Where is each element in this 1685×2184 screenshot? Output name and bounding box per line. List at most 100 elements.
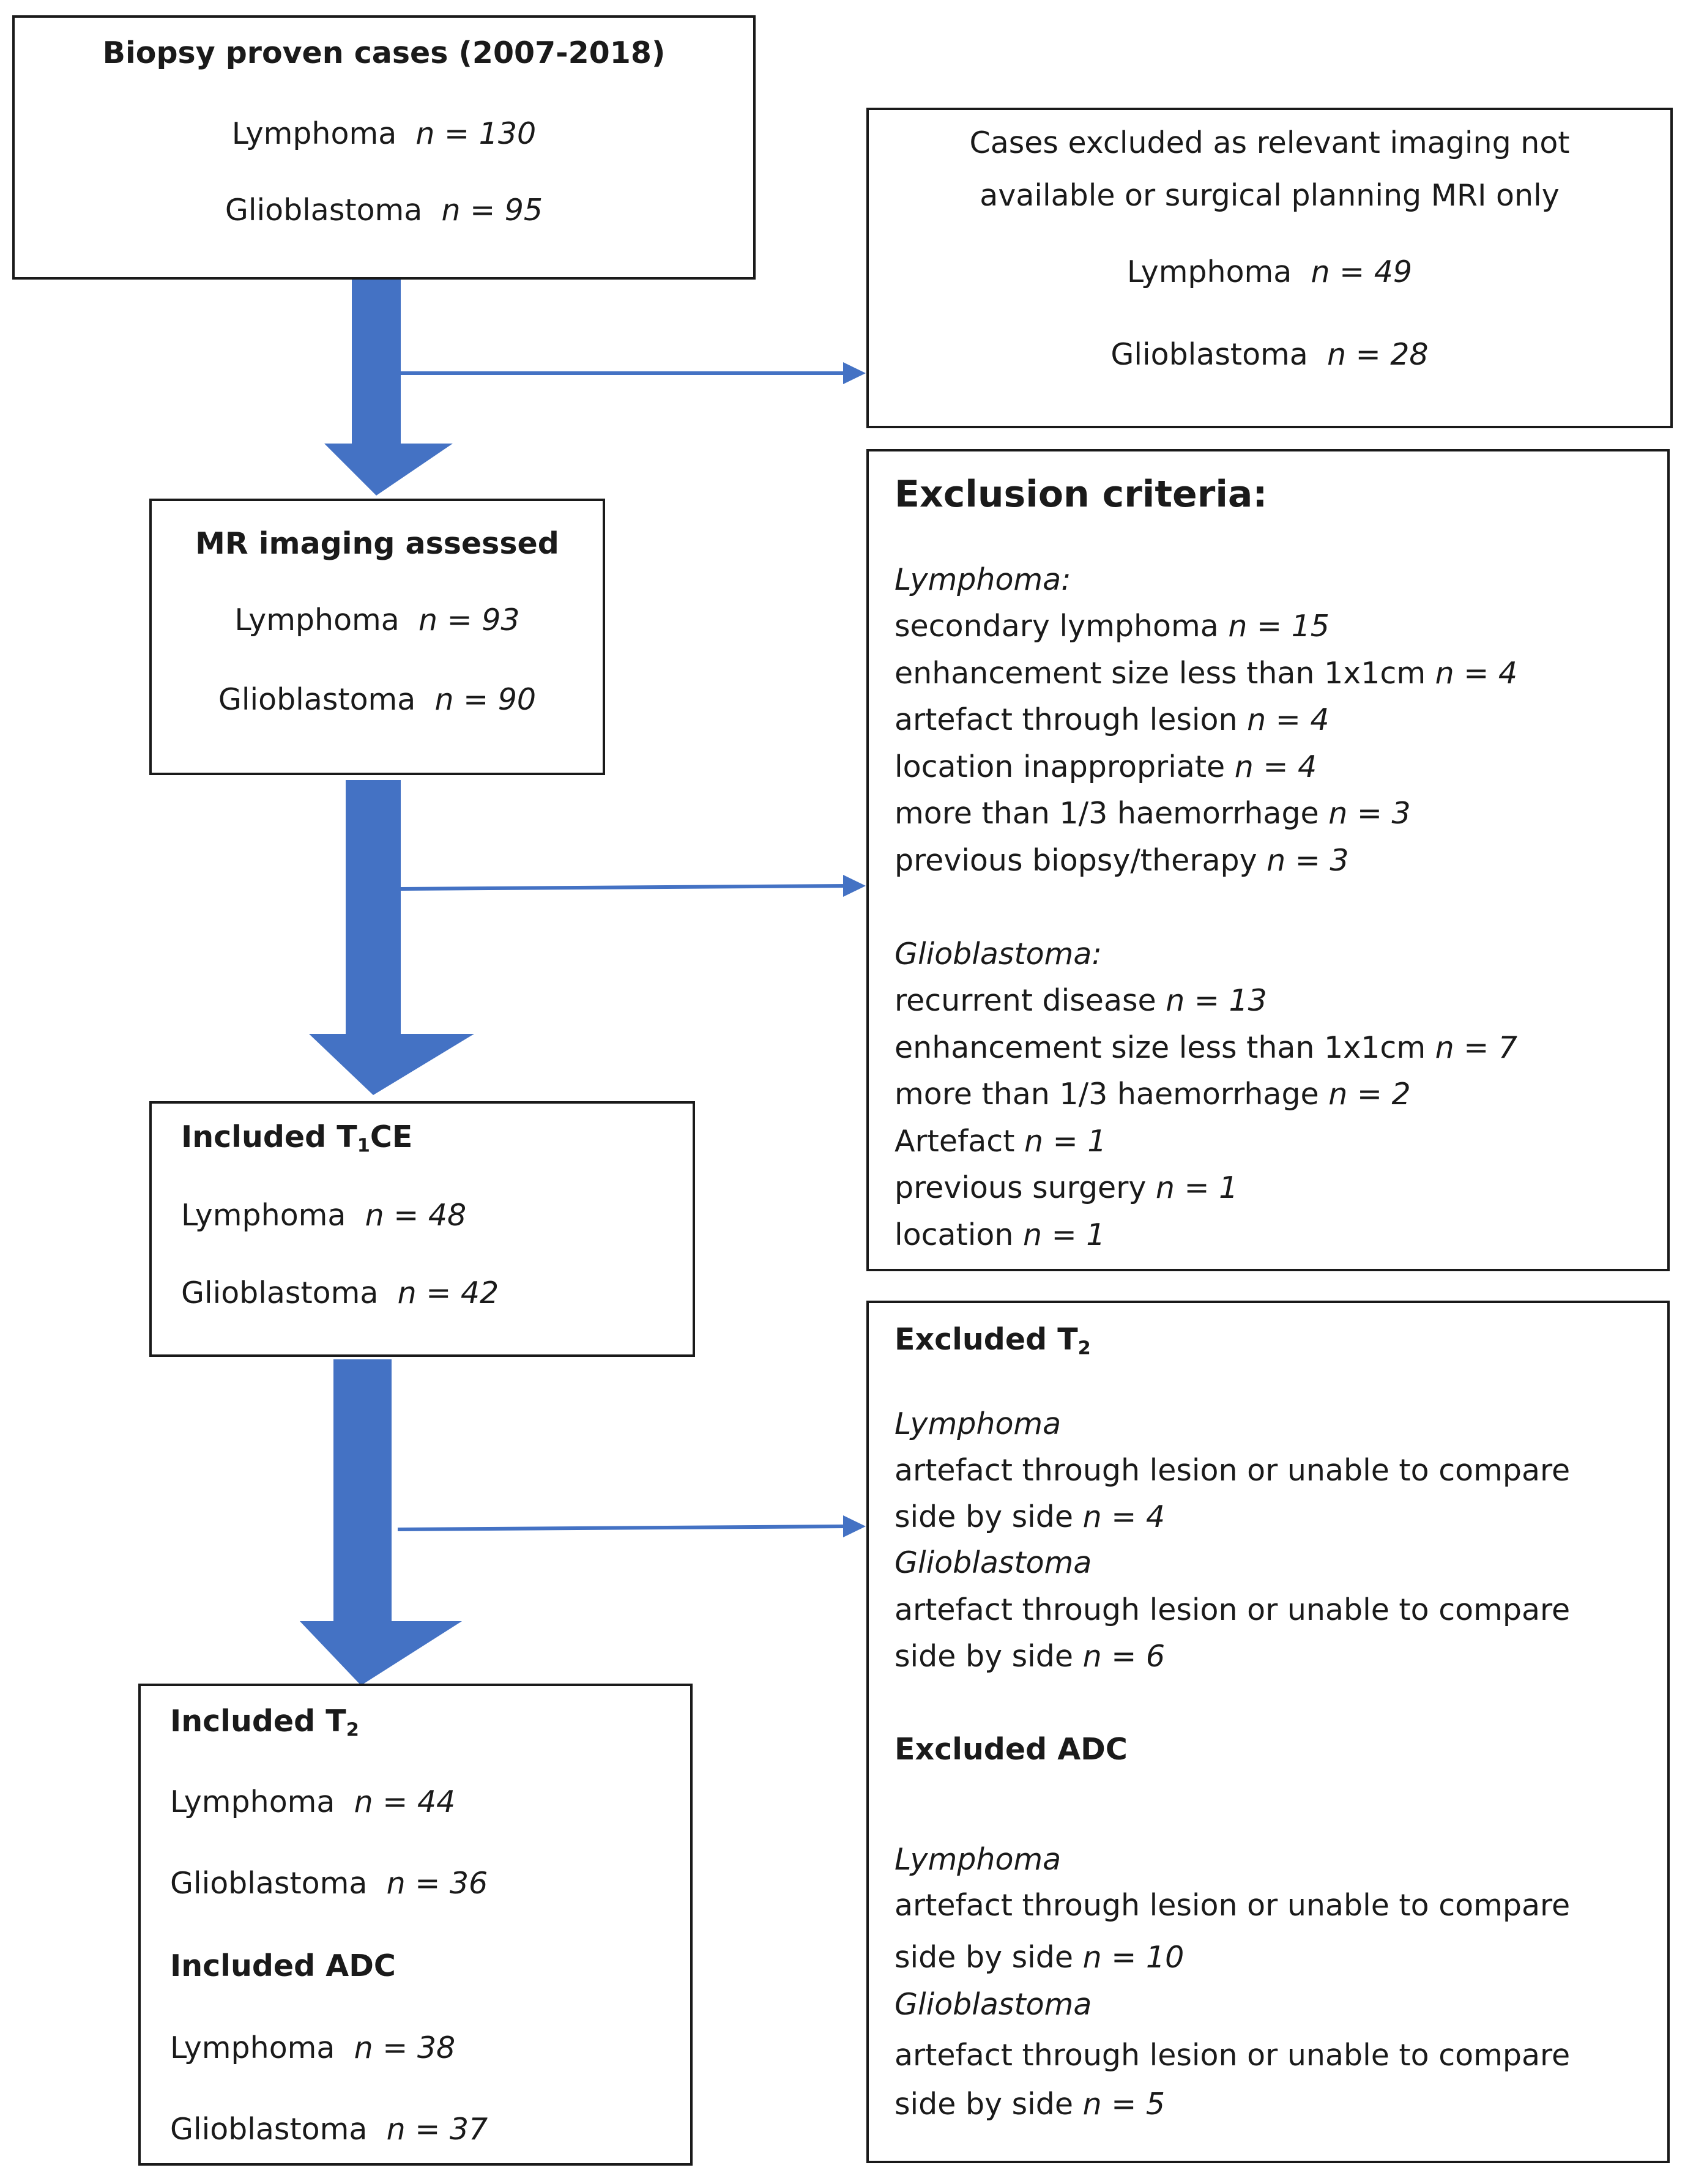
exclusion-line-2 bbox=[400, 884, 848, 891]
excluded-adc-lymphoma-line2: side by side n = 10 bbox=[895, 1940, 1185, 1975]
included-t2-glioblastoma-row: Glioblastoma n = 36 bbox=[170, 1865, 488, 1902]
glioblastoma-criterion-text: more than 1/3 haemorrhage bbox=[895, 1077, 1329, 1112]
lymphoma-criterion-count: n = 4 bbox=[1247, 702, 1330, 737]
excluded-t2-glioblastoma-line2: side by side n = 6 bbox=[895, 1639, 1166, 1674]
t1ce-lymphoma-row: Lymphoma n = 48 bbox=[181, 1197, 466, 1234]
glioblastoma-criterion-count: n = 1 bbox=[1024, 1123, 1107, 1159]
t1ce-glioblastoma-count: n = 42 bbox=[397, 1276, 499, 1310]
t1ce-glioblastoma-row: Glioblastoma n = 42 bbox=[181, 1275, 499, 1312]
included-t1ce-title: Included T1CE bbox=[181, 1120, 413, 1157]
excluded-imaging-glioblastoma-row: Glioblastoma n = 28 bbox=[869, 336, 1670, 373]
excluded-imaging-box: Cases excluded as relevant imaging not a… bbox=[866, 108, 1673, 428]
excluded-imaging-line1: Cases excluded as relevant imaging not bbox=[969, 125, 1570, 160]
included-adc-lymphoma-label: Lymphoma bbox=[170, 2030, 335, 2065]
mr-glioblastoma-label: Glioblastoma bbox=[218, 682, 416, 717]
mr-glioblastoma-row: Glioblastoma n = 90 bbox=[152, 682, 603, 718]
lymphoma-criterion-item: previous biopsy/therapy n = 3 bbox=[895, 842, 1349, 879]
t1ce-glioblastoma-label: Glioblastoma bbox=[181, 1276, 379, 1310]
lymphoma-criterion-item: artefact through lesion n = 4 bbox=[895, 702, 1330, 738]
exclusion-arrowhead-1 bbox=[843, 362, 866, 384]
lymphoma-criterion-count: n = 4 bbox=[1435, 655, 1518, 691]
t1ce-lymphoma-count: n = 48 bbox=[365, 1198, 467, 1233]
lymphoma-criterion-count: n = 3 bbox=[1267, 842, 1349, 878]
included-t2-glioblastoma-label: Glioblastoma bbox=[170, 1866, 368, 1901]
exclusion-arrowhead-2 bbox=[843, 875, 866, 897]
excluded-t2-glioblastoma-count: n = 6 bbox=[1082, 1639, 1166, 1674]
excluded-imaging-glioblastoma-count: n = 28 bbox=[1326, 337, 1429, 372]
included-t2-glioblastoma-count: n = 36 bbox=[386, 1866, 488, 1901]
excluded-adc-lymphoma-heading: Lymphoma bbox=[895, 1842, 1062, 1877]
lymphoma-criterion-count: n = 3 bbox=[1328, 796, 1411, 831]
mr-glioblastoma-count: n = 90 bbox=[434, 682, 537, 717]
exclusion-criteria-title: Exclusion criteria: bbox=[895, 473, 1268, 516]
included-t2-title: Included T2 bbox=[170, 1704, 359, 1741]
excluded-imaging-lymphoma-count: n = 49 bbox=[1311, 254, 1413, 289]
glioblastoma-criterion-count: n = 13 bbox=[1166, 983, 1267, 1018]
excluded-adc-title: Excluded ADC bbox=[895, 1732, 1128, 1767]
glioblastoma-criterion-item: previous surgery n = 1 bbox=[895, 1170, 1238, 1206]
mr-lymphoma-count: n = 93 bbox=[418, 603, 520, 637]
t1ce-lymphoma-label: Lymphoma bbox=[181, 1198, 346, 1233]
glioblastoma-criterion-count: n = 2 bbox=[1328, 1077, 1411, 1112]
mr-lymphoma-row: Lymphoma n = 93 bbox=[152, 602, 603, 639]
lymphoma-criterion-item: more than 1/3 haemorrhage n = 3 bbox=[895, 795, 1411, 832]
included-adc-lymphoma-count: n = 38 bbox=[354, 2030, 456, 2065]
biopsy-lymphoma-row: Lymphoma n = 130 bbox=[15, 116, 753, 152]
included-t2-adc-box: Included T2 Lymphoma n = 44 Glioblastoma… bbox=[138, 1684, 693, 2166]
glioblastoma-criterion-text: recurrent disease bbox=[895, 983, 1166, 1018]
excluded-imaging-glioblastoma-label: Glioblastoma bbox=[1110, 337, 1308, 372]
biopsy-glioblastoma-row: Glioblastoma n = 95 bbox=[15, 192, 753, 229]
biopsy-glioblastoma-label: Glioblastoma bbox=[225, 193, 423, 228]
excluded-imaging-line2: available or surgical planning MRI only bbox=[980, 178, 1560, 213]
excluded-t2-lymphoma-heading: Lymphoma bbox=[895, 1406, 1062, 1441]
glioblastoma-criterion-item: enhancement size less than 1x1cm n = 7 bbox=[895, 1030, 1517, 1066]
lymphoma-criterion-text: more than 1/3 haemorrhage bbox=[895, 796, 1329, 831]
included-adc-glioblastoma-count: n = 37 bbox=[386, 2112, 488, 2147]
excluded-adc-glioblastoma-heading: Glioblastoma bbox=[895, 1987, 1092, 2022]
glioblastoma-criterion-item: Artefact n = 1 bbox=[895, 1123, 1106, 1160]
lymphoma-criterion-count: n = 4 bbox=[1234, 749, 1317, 784]
excluded-t2-adc-box: Excluded T2 Lymphoma artefact through le… bbox=[866, 1301, 1670, 2163]
lymphoma-criterion-text: secondary lymphoma bbox=[895, 609, 1229, 644]
flow-arrow-down-1 bbox=[324, 278, 453, 496]
excluded-t2-lymphoma-line2: side by side n = 4 bbox=[895, 1499, 1166, 1534]
glioblastoma-criterion-count: n = 7 bbox=[1435, 1030, 1518, 1065]
exclusion-criteria-box: Exclusion criteria: Lymphoma: secondary … bbox=[866, 449, 1670, 1271]
included-t2-lymphoma-count: n = 44 bbox=[354, 1785, 456, 1819]
excluded-adc-glioblastoma-count: n = 5 bbox=[1082, 2087, 1166, 2122]
excluded-t2-lymphoma-line1: artefact through lesion or unable to com… bbox=[895, 1453, 1571, 1488]
glioblastoma-criterion-text: location bbox=[895, 1217, 1023, 1252]
mr-assessed-box: MR imaging assessed Lymphoma n = 93 Glio… bbox=[149, 499, 605, 775]
excluded-t2-glioblastoma-heading: Glioblastoma bbox=[895, 1545, 1092, 1580]
excluded-t2-lymphoma-count: n = 4 bbox=[1082, 1499, 1166, 1534]
glioblastoma-criterion-text: previous surgery bbox=[895, 1170, 1156, 1205]
lymphoma-criterion-text: artefact through lesion bbox=[895, 702, 1248, 737]
lymphoma-criterion-text: enhancement size less than 1x1cm bbox=[895, 655, 1435, 691]
biopsy-lymphoma-label: Lymphoma bbox=[231, 116, 397, 151]
lymphoma-criterion-text: previous biopsy/therapy bbox=[895, 842, 1267, 878]
glioblastoma-criterion-item: location n = 1 bbox=[895, 1217, 1105, 1254]
included-t2-lymphoma-row: Lymphoma n = 44 bbox=[170, 1784, 455, 1821]
exclusion-lymphoma-heading: Lymphoma: bbox=[895, 562, 1071, 597]
excluded-adc-lymphoma-line1: artefact through lesion or unable to com… bbox=[895, 1888, 1571, 1923]
glioblastoma-criterion-count: n = 1 bbox=[1023, 1217, 1106, 1252]
glioblastoma-criterion-text: Artefact bbox=[895, 1123, 1025, 1159]
biopsy-lymphoma-count: n = 130 bbox=[415, 116, 537, 151]
glioblastoma-criterion-text: enhancement size less than 1x1cm bbox=[895, 1030, 1435, 1065]
mr-lymphoma-label: Lymphoma bbox=[234, 603, 400, 637]
included-adc-lymphoma-row: Lymphoma n = 38 bbox=[170, 2030, 455, 2067]
included-adc-title: Included ADC bbox=[170, 1948, 396, 1983]
excluded-t2-title: Excluded T2 bbox=[895, 1322, 1091, 1359]
biopsy-cases-box: Biopsy proven cases (2007-2018) Lymphoma… bbox=[12, 15, 756, 280]
exclusion-glioblastoma-heading: Glioblastoma: bbox=[895, 937, 1102, 971]
excluded-imaging-lymphoma-label: Lymphoma bbox=[1126, 254, 1292, 289]
glioblastoma-criterion-count: n = 1 bbox=[1155, 1170, 1238, 1205]
excluded-t2-glioblastoma-line1: artefact through lesion or unable to com… bbox=[895, 1592, 1571, 1627]
excluded-imaging-lymphoma-row: Lymphoma n = 49 bbox=[869, 254, 1670, 291]
excluded-adc-glioblastoma-line1: artefact through lesion or unable to com… bbox=[895, 2038, 1571, 2073]
biopsy-glioblastoma-count: n = 95 bbox=[441, 193, 543, 228]
flow-arrow-down-2 bbox=[309, 780, 474, 1095]
exclusion-arrowhead-3 bbox=[843, 1515, 866, 1537]
included-t2-lymphoma-label: Lymphoma bbox=[170, 1785, 335, 1819]
